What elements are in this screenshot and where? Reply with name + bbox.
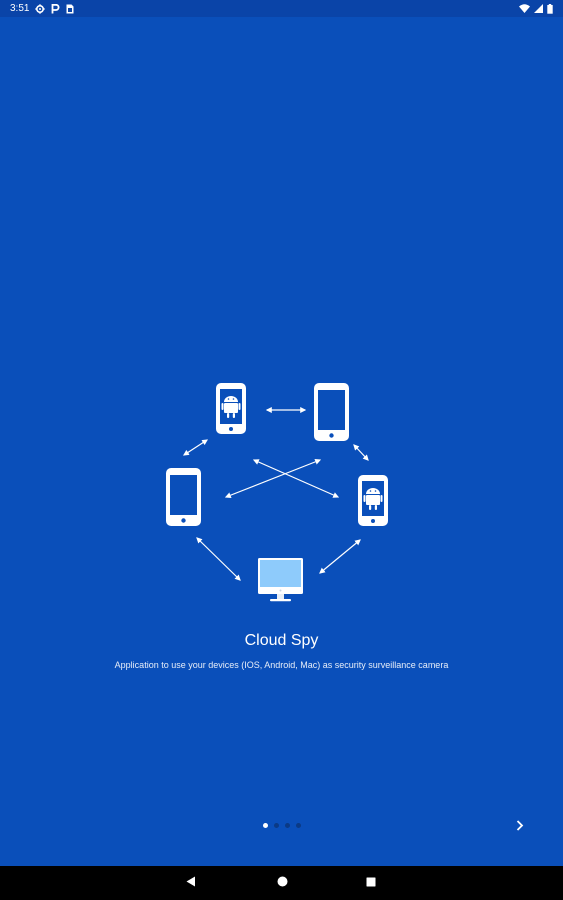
arrow-diagonal-right-up xyxy=(252,459,340,498)
cellular-signal-icon xyxy=(534,4,543,13)
page-dot-1[interactable] xyxy=(262,823,268,828)
arrow-right-to-monitor xyxy=(319,539,361,574)
back-icon xyxy=(186,874,196,892)
parking-icon xyxy=(51,3,60,14)
arrow-left-to-monitor xyxy=(196,537,241,581)
onboarding-title: Cloud Spy xyxy=(244,632,319,649)
onboarding-screen xyxy=(0,17,563,866)
monitor-icon xyxy=(258,558,303,602)
phone-android-right xyxy=(358,475,388,526)
status-left: 3:51 xyxy=(10,3,74,14)
status-time: 3:51 xyxy=(10,3,30,14)
phone-left xyxy=(166,468,201,526)
status-bar: 3:51 xyxy=(0,0,563,17)
recents-button[interactable] xyxy=(351,866,391,900)
arrow-top-left-to-left xyxy=(182,439,209,456)
page-indicator xyxy=(0,823,563,828)
chevron-right-icon xyxy=(516,818,524,836)
page-dot-2[interactable] xyxy=(273,823,279,828)
home-icon xyxy=(277,874,288,892)
arrow-diagonal-left-up xyxy=(224,458,322,499)
navigation-bar xyxy=(0,866,563,900)
arrow-top-right-to-right xyxy=(353,444,369,461)
phone-android-top-left xyxy=(216,383,246,434)
back-button[interactable] xyxy=(171,866,211,900)
next-button[interactable] xyxy=(508,817,532,837)
phone-top-right xyxy=(314,383,349,441)
home-button[interactable] xyxy=(262,866,302,900)
wifi-icon xyxy=(519,4,530,13)
page-dot-4[interactable] xyxy=(295,823,301,828)
recents-icon xyxy=(366,874,376,892)
gear-icon xyxy=(35,3,46,14)
sim-card-icon xyxy=(66,4,74,14)
devices-network-illustration xyxy=(166,383,388,602)
battery-icon xyxy=(547,3,553,14)
page-dot-3[interactable] xyxy=(284,823,290,828)
onboarding-description: Application to use your devices (IOS, An… xyxy=(114,660,449,670)
status-right xyxy=(519,3,553,14)
